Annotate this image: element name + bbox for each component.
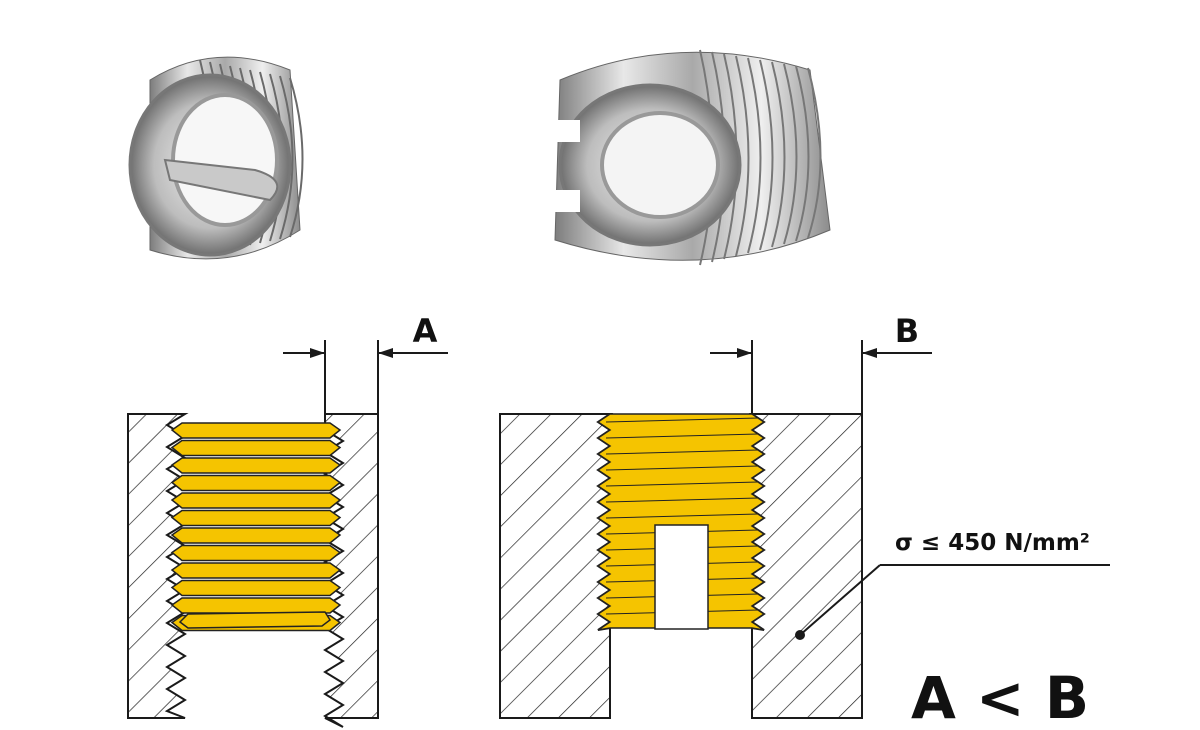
coil-stripe <box>759 59 774 251</box>
coil-stripe <box>783 63 798 245</box>
thread-line <box>605 433 759 439</box>
thread-line <box>605 497 759 503</box>
stress-label: σ ≤ 450 N/mm² <box>895 530 1090 556</box>
section-self-tapping-insert <box>499 340 863 719</box>
stress-callout: σ ≤ 450 N/mm² <box>795 530 1110 640</box>
arrow-left-icon <box>378 348 393 358</box>
slot-lower <box>535 190 580 212</box>
dimension-b-label: B <box>895 312 919 350</box>
leader-dot-icon <box>795 630 805 640</box>
dimension-a: A <box>283 312 448 358</box>
insert-coil-turn <box>170 579 342 597</box>
self-tapping-insert-photo <box>535 49 831 266</box>
insert-coil-turn <box>170 474 342 492</box>
insert-coil-turn <box>170 422 342 439</box>
insert-coil-turn <box>170 439 342 457</box>
arrow-left-icon <box>862 348 877 358</box>
insert-coil-turn <box>170 562 342 579</box>
coil-stripe <box>289 77 304 238</box>
wire-thread-insert-photo <box>128 56 304 260</box>
thread-line <box>605 417 759 423</box>
insert-coil-tang <box>178 611 332 629</box>
coil-stripe <box>807 67 822 239</box>
comparison-label: A < B <box>911 664 1089 730</box>
insert-coil-turn <box>170 527 342 544</box>
insert-coil-turn <box>170 509 342 527</box>
thread-line <box>605 481 759 487</box>
coil-stripe <box>279 75 294 240</box>
dimension-a-label: A <box>413 312 438 350</box>
dimension-b: B <box>710 312 932 358</box>
tang-icon <box>163 158 279 202</box>
slot-upper <box>540 120 580 142</box>
self-tapping-insert-body <box>596 413 766 631</box>
insert-coil-turn <box>170 492 342 509</box>
insert-coil-turn <box>170 544 342 562</box>
arrow-right-icon <box>310 348 325 358</box>
thread-line <box>605 449 759 455</box>
thread-line <box>605 513 759 519</box>
section-wire-insert <box>127 340 379 728</box>
coil-stripe <box>735 55 750 257</box>
coil-stripe <box>747 57 762 254</box>
arrow-right-icon <box>737 348 752 358</box>
thread-line <box>605 465 759 471</box>
insert-coil-turn <box>170 597 342 614</box>
coil-stripe <box>771 61 786 248</box>
insert-coil-turn <box>170 457 342 474</box>
insert-slot <box>654 524 709 630</box>
coil-stripe <box>795 65 810 242</box>
